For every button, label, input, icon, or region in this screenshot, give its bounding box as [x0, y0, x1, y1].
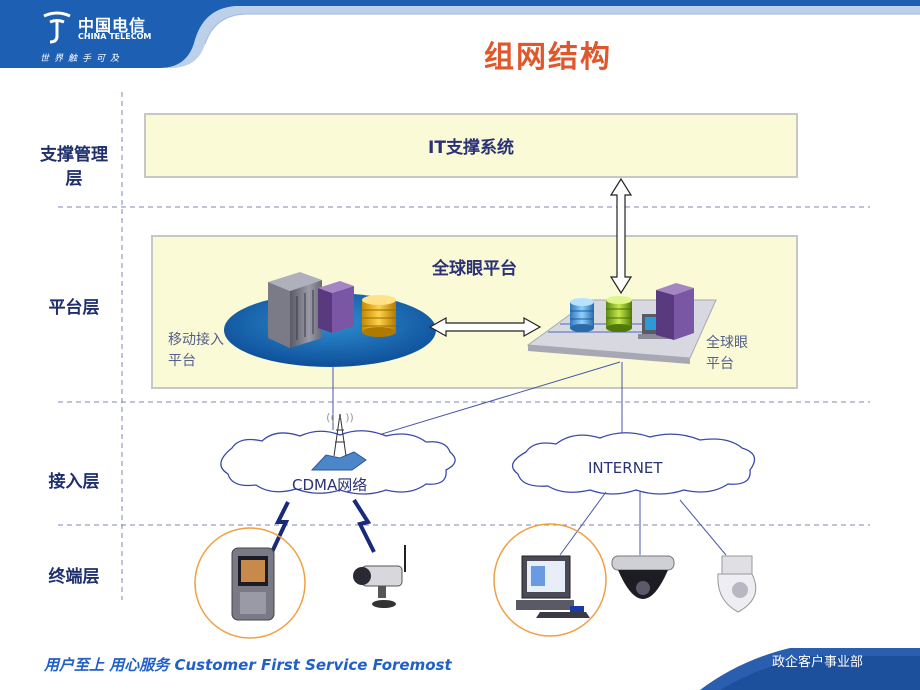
page-title: 组网结构	[484, 40, 612, 75]
phone-highlight-circle	[194, 527, 306, 639]
internet-to-pc-line	[559, 491, 607, 556]
cell-tower-icon: (( · ))	[310, 411, 367, 471]
it-support-title: IT支撑系统	[428, 138, 514, 158]
dome-camera-icon-1	[611, 555, 675, 599]
internet-label: INTERNET	[588, 459, 663, 477]
footer-slogan: 用户至上 用心服务 Customer First Service Foremos…	[44, 656, 452, 674]
green-database-icon	[606, 296, 632, 332]
blue-database-icon	[570, 298, 594, 332]
wireless-link-phone	[270, 501, 290, 553]
logo-english-name: CHINA TELECOM	[78, 32, 152, 41]
gold-database-icon	[362, 295, 396, 337]
footer-department: 政企客户事业部	[772, 655, 864, 670]
dome-camera-icon-2	[717, 555, 757, 613]
horizontal-double-arrow	[428, 316, 542, 338]
global-eye-platform-label: 全球眼平台	[706, 335, 748, 372]
footer-band	[0, 630, 920, 690]
header-banner	[0, 0, 920, 68]
logo-name: 中国电信	[78, 16, 147, 35]
desktop-pc-icon	[516, 555, 590, 618]
wireless-camera-icon	[353, 545, 406, 608]
pc-highlight-circle	[493, 523, 607, 637]
internet-to-dome2-line	[679, 499, 727, 556]
layer-label-access: 接入层	[48, 472, 100, 492]
pc-tower-icon	[318, 281, 354, 333]
pc-tower-icon-right	[656, 283, 694, 340]
layer-label-platform: 平台层	[48, 298, 100, 318]
it-support-box	[144, 113, 798, 178]
logo-slogan: 世界触手可及	[40, 54, 125, 64]
platform-title: 全球眼平台	[432, 259, 517, 279]
china-telecom-logo-icon	[43, 11, 71, 44]
layer-label-terminal: 终端层	[48, 567, 100, 587]
svg-text:(( · )): (( · ))	[326, 411, 354, 424]
internet-cloud	[511, 432, 756, 495]
platform-to-cdma-line	[361, 361, 621, 441]
cdma-network-label: CDMA网络	[292, 476, 368, 494]
wireless-link-camera	[352, 498, 376, 553]
server-tower-icon	[268, 272, 322, 348]
vertical-double-arrow	[609, 177, 633, 295]
mobile-access-label: 移动接入平台	[168, 332, 224, 369]
layer-label-support: 支撑管理层	[40, 145, 108, 189]
mobile-phone-icon	[231, 547, 275, 621]
